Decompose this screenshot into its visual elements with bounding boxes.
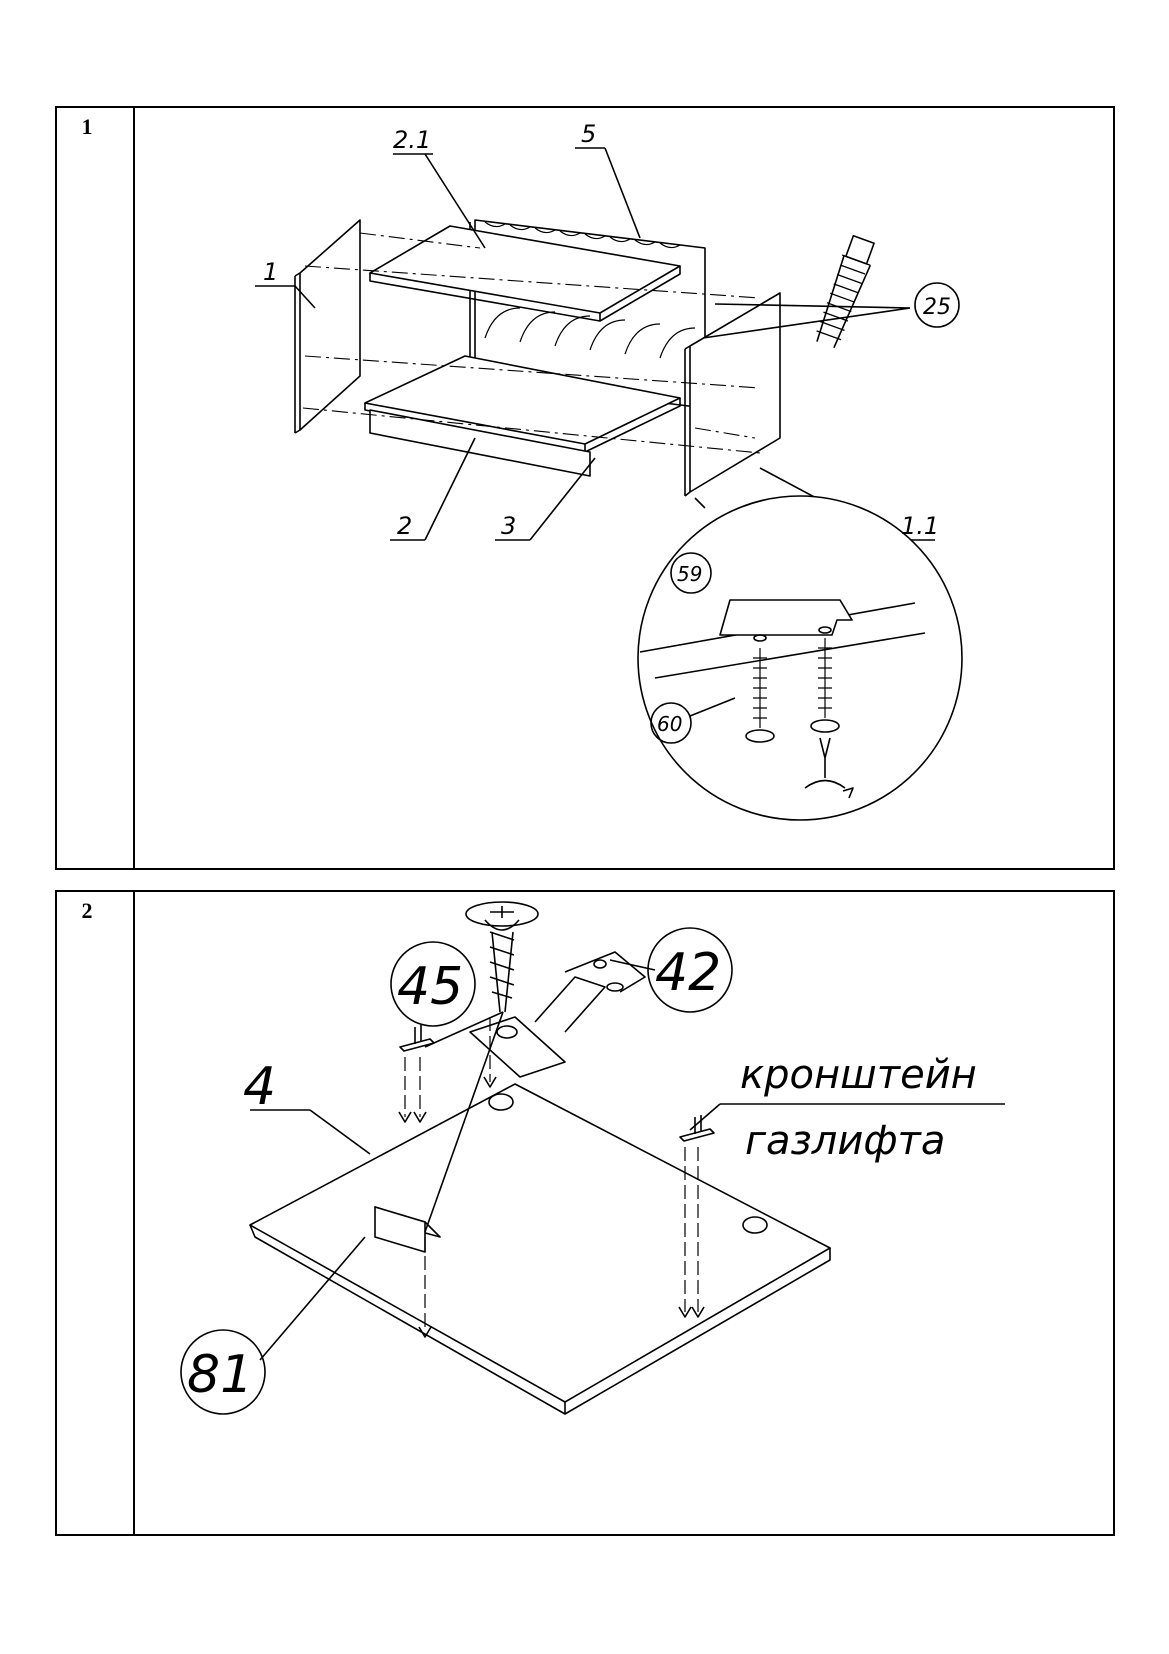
label-plinth: 3 <box>501 512 516 540</box>
door-panel <box>249 1083 831 1415</box>
screw-45 <box>465 901 539 1013</box>
step-2-number-column: 2 <box>57 892 135 1534</box>
step-2-assembly-drawing: 45 42 4 81 кронштейн газлифта <box>180 901 1005 1415</box>
top-shelf <box>369 225 681 322</box>
step-2-number: 2 <box>81 898 93 923</box>
dowel-confirmat <box>816 234 875 349</box>
gaslift-bracket-left <box>399 1025 435 1052</box>
label-top-shelf: 2.1 <box>393 126 431 154</box>
label-handle-81: 81 <box>187 1345 253 1405</box>
label-side-left: 1 <box>263 258 278 286</box>
label-back: 5 <box>581 120 596 148</box>
bottom-shelf <box>364 355 681 477</box>
label-screw-60: 60 <box>657 712 682 736</box>
label-screw-45: 45 <box>397 957 463 1017</box>
side-panel-right <box>684 292 781 497</box>
label-gaslift-line1: кронштейн <box>740 1052 977 1098</box>
label-side-right: 1.1 <box>901 512 939 540</box>
step-1-panel: 1 <box>55 106 1115 870</box>
step-1-number: 1 <box>81 114 93 139</box>
gaslift-bracket-right <box>679 1115 715 1142</box>
label-dowel: 25 <box>923 295 951 320</box>
label-bottom-shelf: 2 <box>397 512 412 540</box>
label-hinge-42: 42 <box>655 943 721 1003</box>
label-bracket: 59 <box>677 562 702 586</box>
step-1-assembly-drawing: 1 2.1 5 25 2 3 1.1 59 60 <box>255 120 963 821</box>
label-door-4: 4 <box>243 1057 276 1117</box>
step-1-number-column: 1 <box>57 108 135 868</box>
label-gaslift-line2: газлифта <box>745 1118 945 1164</box>
step-2-panel: 2 <box>55 890 1115 1536</box>
side-panel-left <box>294 219 361 434</box>
handle <box>374 1206 441 1253</box>
